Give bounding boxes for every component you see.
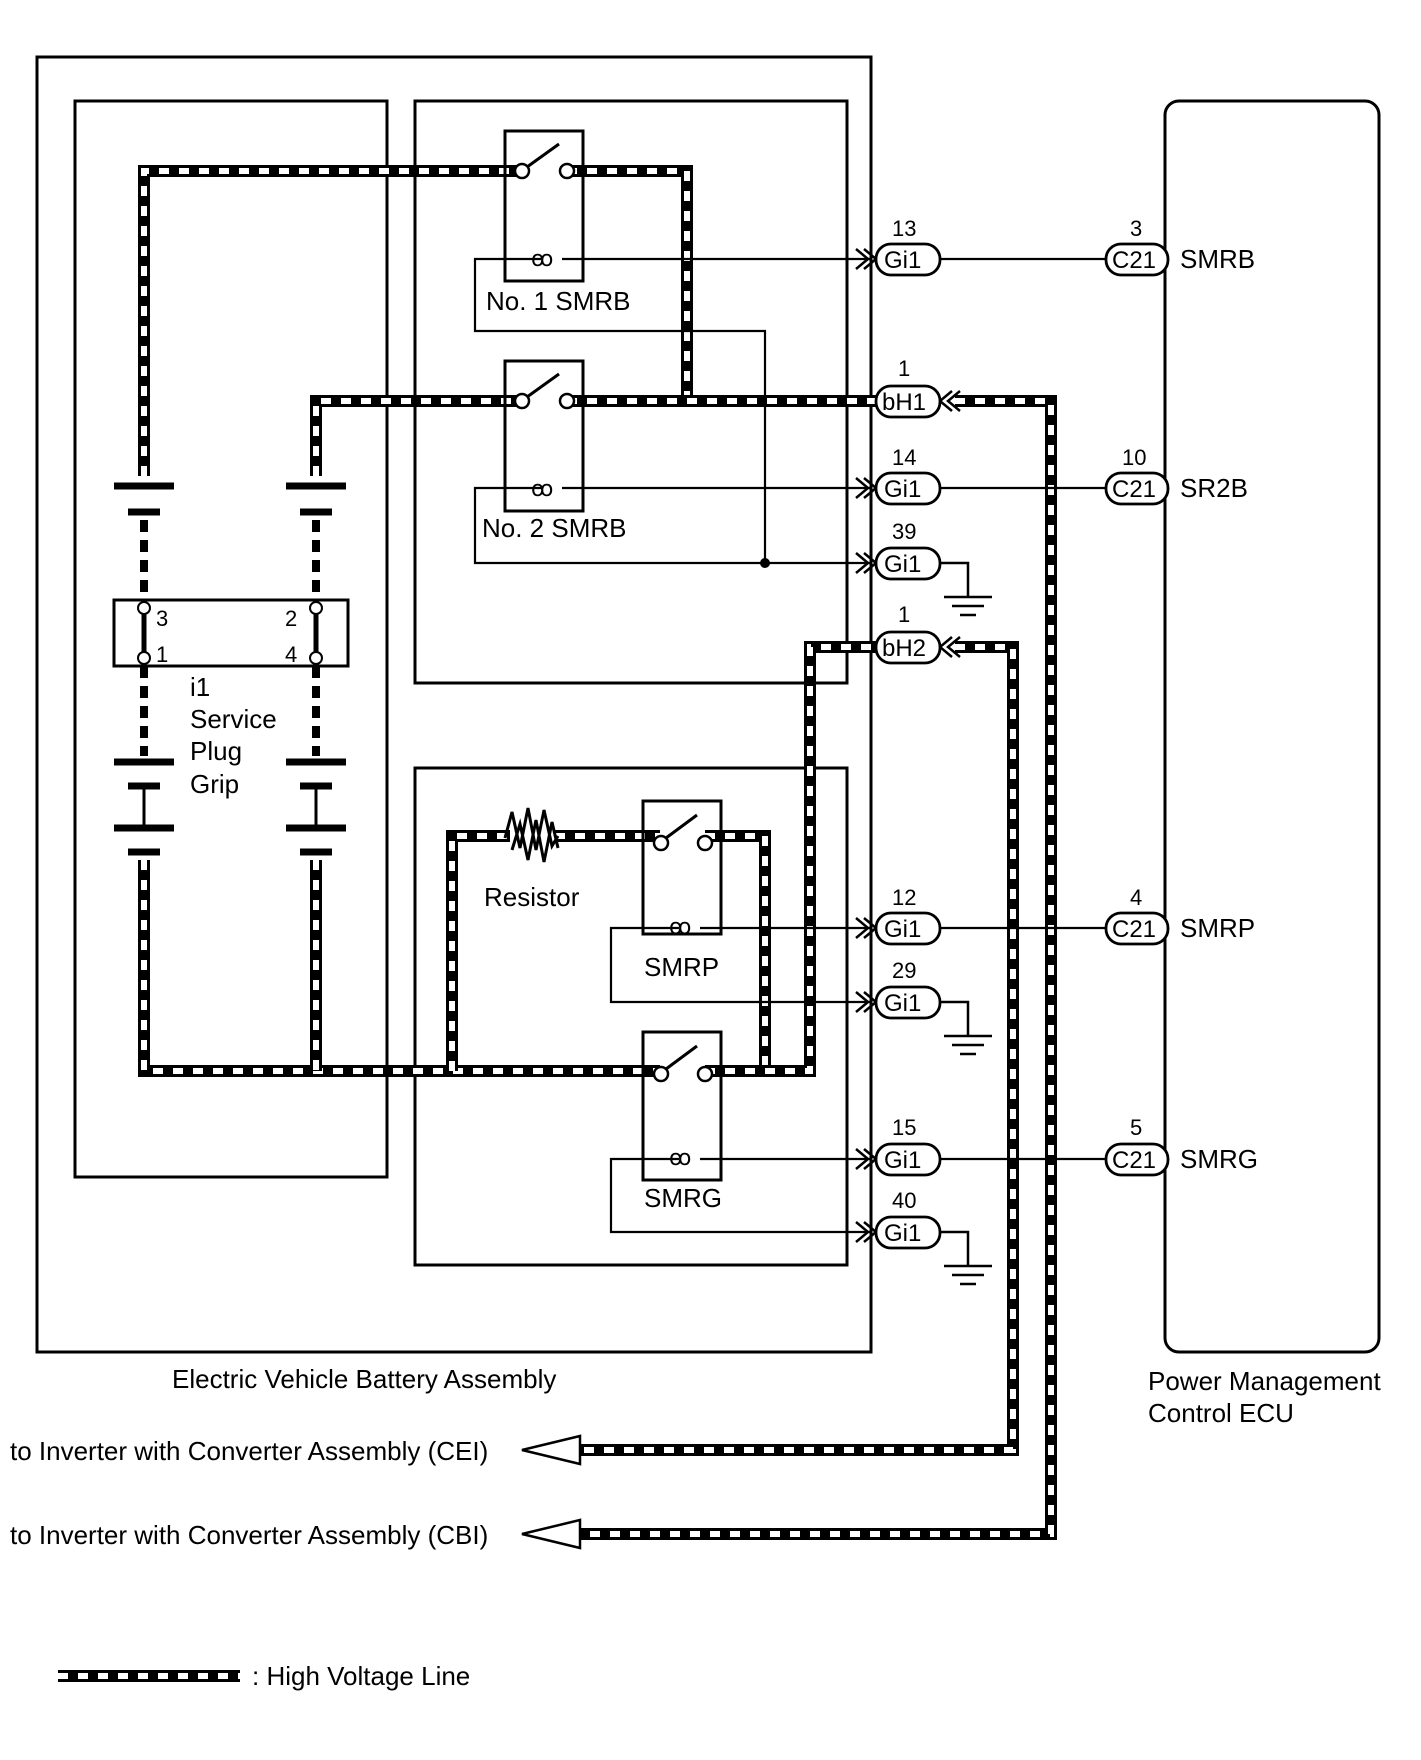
output-cei-label: to Inverter with Converter Assembly (CEI… [10,1436,488,1466]
resistor-label: Resistor [484,882,580,912]
connector-c21-4: C21 4 [1104,885,1170,946]
connector-c21-10: C21 10 [1104,445,1170,506]
svg-text:bH2: bH2 [882,635,926,662]
service-plug-label-line3: Plug [190,736,242,766]
connector-gi1-29: Gi1 29 [874,958,942,1020]
resistor: Resistor [484,807,580,912]
output-arrow-cei: to Inverter with Converter Assembly (CEI… [10,1434,582,1466]
plug-pin-4: 4 [285,642,297,667]
battery-assembly-box [35,55,873,1354]
output-arrow-cbi: to Inverter with Converter Assembly (CBI… [10,1518,582,1550]
connector-c21-3: C21 3 [1104,216,1170,277]
svg-text:Gi1: Gi1 [884,551,921,578]
connector-gi1-40: Gi1 40 [874,1188,942,1250]
connector-gi1-39: Gi1 39 [874,519,942,581]
service-plug-label-line4: Grip [190,769,239,799]
svg-text:ꝏ: ꝏ [669,914,691,939]
high-voltage-lines [138,165,1057,1540]
connector-bh1: bH1 1 [874,356,942,419]
pin-gi1-12: 12 [892,885,916,910]
svg-text:ꝏ: ꝏ [531,246,553,271]
battery-module-box [73,99,389,1179]
pin-gi1-29: 29 [892,958,916,983]
ecu-label-line2: Control ECU [1148,1398,1294,1428]
relay-smrp: ꝏ SMRP [641,799,723,982]
svg-text:Gi1: Gi1 [884,990,921,1017]
signal-smrp: SMRP [1180,913,1255,943]
connector-gi1-12: Gi1 12 [874,885,942,946]
relay-smrg: ꝏ SMRG [641,1030,723,1213]
service-plug-label-line2: Service [190,704,277,734]
pin-gi1-15: 15 [892,1115,916,1140]
svg-text:ꝏ: ꝏ [531,476,553,501]
lower-relay-box [413,766,849,1267]
svg-text:C21: C21 [1112,476,1156,503]
plug-pin-1: 1 [156,642,168,667]
pin-gi1-13: 13 [892,216,916,241]
svg-text:Gi1: Gi1 [884,247,921,274]
service-plug-label-line1: i1 [190,672,210,702]
pin-c21-10: 10 [1122,445,1146,470]
svg-text:Gi1: Gi1 [884,916,921,943]
relay-no2-smrb-label: No. 2 SMRB [482,513,627,543]
pin-c21-3: 3 [1130,216,1142,241]
plug-pin-2: 2 [285,606,297,631]
output-cbi-label: to Inverter with Converter Assembly (CBI… [10,1520,488,1550]
upper-relay-box [413,99,849,685]
svg-text:C21: C21 [1112,1147,1156,1174]
signal-sr2b: SR2B [1180,473,1248,503]
pin-c21-4: 4 [1130,885,1142,910]
legend-high-voltage-label: : High Voltage Line [252,1661,470,1691]
relay-smrg-label: SMRG [644,1183,722,1213]
connector-gi1-13: Gi1 13 [874,216,942,277]
connector-c21-5: C21 5 [1104,1115,1170,1177]
svg-text:C21: C21 [1112,916,1156,943]
legend: : High Voltage Line [58,1661,470,1691]
pin-bh2-1: 1 [898,602,910,627]
relay-no1-smrb: ꝏ No. 1 SMRB [486,129,631,316]
svg-text:ꝏ: ꝏ [669,1145,691,1170]
pin-gi1-14: 14 [892,445,916,470]
connector-gi1-14: Gi1 14 [874,445,942,506]
connector-gi1-15: Gi1 15 [874,1115,942,1177]
ecu-box [1163,99,1381,1354]
pin-bh1-1: 1 [898,356,910,381]
pin-gi1-39: 39 [892,519,916,544]
signal-smrb: SMRB [1180,244,1255,274]
svg-text:Gi1: Gi1 [884,1147,921,1174]
relay-no2-smrb: ꝏ No. 2 SMRB [482,359,627,543]
connector-bh2: bH2 1 [874,602,942,665]
plug-pin-3: 3 [156,606,168,631]
pin-gi1-40: 40 [892,1188,916,1213]
battery-assembly-label: Electric Vehicle Battery Assembly [172,1364,556,1394]
svg-text:Gi1: Gi1 [884,476,921,503]
signal-wires [473,257,1108,1234]
battery-cells [114,482,346,856]
ground-symbols [940,561,992,1286]
ecu-label-line1: Power Management [1148,1366,1381,1396]
relay-smrp-label: SMRP [644,952,719,982]
signal-smrg: SMRG [1180,1144,1258,1174]
service-plug-grip: 3 1 2 4 i1 Service Plug Grip [112,598,350,799]
svg-text:bH1: bH1 [882,389,926,416]
relay-no1-smrb-label: No. 1 SMRB [486,286,631,316]
svg-text:Gi1: Gi1 [884,1220,921,1247]
svg-text:C21: C21 [1112,247,1156,274]
pin-c21-5: 5 [1130,1115,1142,1140]
